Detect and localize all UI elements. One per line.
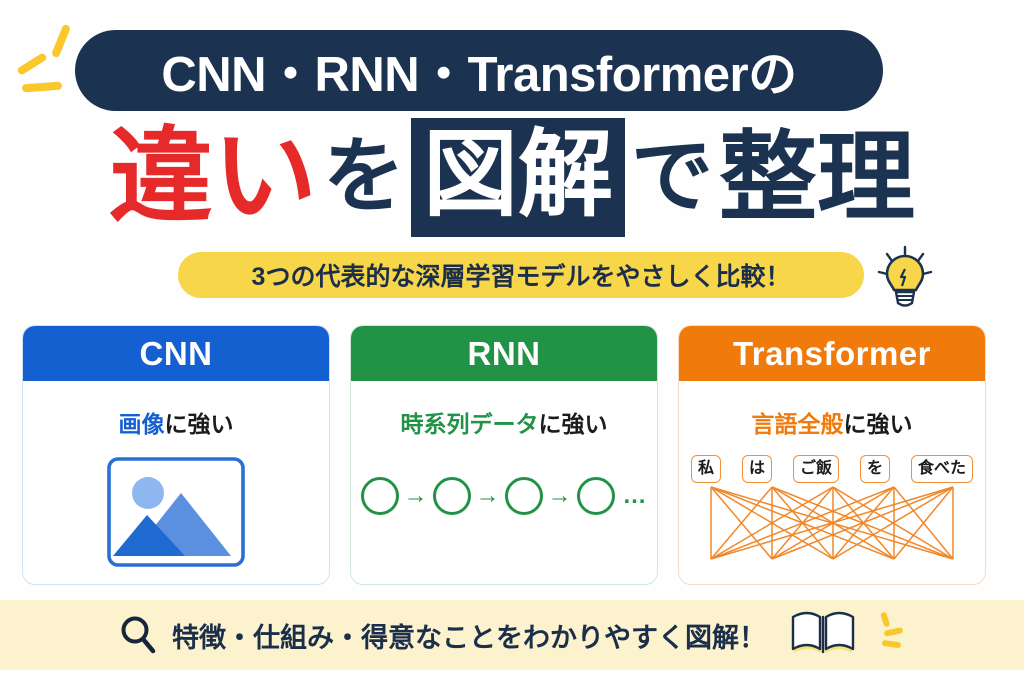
chain-node-1 bbox=[360, 477, 399, 515]
token-2: ご飯 bbox=[792, 455, 839, 483]
token-3: を bbox=[859, 455, 890, 483]
card-rnn-caption: 時系列データに強い bbox=[401, 405, 608, 439]
headline-particle-de: で bbox=[631, 131, 714, 222]
chain-arrow-1: → bbox=[403, 482, 428, 509]
headline-particle-wo: を bbox=[322, 131, 405, 222]
chain-node-3 bbox=[504, 477, 543, 515]
image-photo-icon bbox=[107, 457, 245, 567]
token-row: 私 は ご飯 を 食べた bbox=[687, 455, 977, 483]
subtitle-banner: 3つの代表的な深層学習モデルをやさしく比較！ bbox=[178, 252, 864, 298]
card-rnn-header: RNN bbox=[351, 326, 657, 381]
token-4: 食べた bbox=[910, 455, 973, 483]
footer-banner: 特徴・仕組み・得意なことをわかりやすく図解！ bbox=[0, 600, 1024, 670]
sequence-chain-icon: → → → … bbox=[360, 477, 648, 515]
card-transformer-caption: 言語全般に強い bbox=[752, 405, 913, 439]
card-cnn[interactable]: CNN 画像に強い bbox=[22, 325, 330, 585]
chain-arrow-2: → bbox=[475, 482, 500, 509]
lightbulb-icon bbox=[877, 245, 933, 307]
chain-ellipsis: … bbox=[622, 482, 648, 509]
attention-lines bbox=[710, 486, 954, 560]
card-transformer[interactable]: Transformer 言語全般に強い bbox=[678, 325, 986, 585]
card-rnn-title: RNN bbox=[467, 334, 541, 372]
attention-graph-icon: 私 は ご飯 を 食べた bbox=[687, 455, 977, 570]
token-0: 私 bbox=[691, 455, 722, 483]
headline-word-red: 違い bbox=[108, 119, 317, 235]
page-title: 違い を 図解 で 整理 bbox=[0, 116, 1024, 238]
card-transformer-title: Transformer bbox=[732, 334, 932, 372]
card-cnn-caption-accent: 画像 bbox=[118, 411, 165, 437]
card-rnn-body: 時系列データに強い → → → … bbox=[351, 381, 657, 584]
open-book-icon bbox=[788, 609, 858, 661]
token-1: は bbox=[741, 455, 772, 483]
card-cnn-header: CNN bbox=[23, 326, 329, 381]
card-rnn-caption-rest: に強い bbox=[538, 411, 608, 437]
footer-text: 特徴・仕組み・得意なことをわかりやすく図解！ bbox=[172, 622, 766, 653]
card-transformer-caption-accent: 言語全般 bbox=[751, 411, 844, 437]
card-cnn-body: 画像に強い bbox=[23, 381, 329, 584]
title-pill: CNN・RNN・Transformerの bbox=[75, 30, 883, 111]
sparkle-ray-1 bbox=[50, 23, 72, 59]
card-cnn-caption-rest: に強い bbox=[164, 411, 234, 437]
sparkle-ray-2 bbox=[16, 52, 48, 76]
card-rnn[interactable]: RNN 時系列データに強い → → → … bbox=[350, 325, 658, 585]
card-cnn-caption: 画像に強い bbox=[119, 405, 234, 439]
headline-word-end: 整理 bbox=[719, 122, 916, 232]
title-pill-text: CNN・RNN・Transformerの bbox=[161, 48, 797, 102]
chain-node-2 bbox=[432, 477, 471, 515]
card-transformer-header: Transformer bbox=[679, 326, 985, 381]
magnifier-icon bbox=[118, 614, 158, 656]
headline-boxed-word: 図解 bbox=[410, 117, 625, 237]
model-cards: CNN 画像に強い RNN 時系列データに強い bbox=[0, 325, 1024, 590]
sparkle-rays-icon bbox=[872, 610, 906, 661]
sparkle-ray-3 bbox=[21, 81, 63, 93]
subtitle-text: 3つの代表的な深層学習モデルをやさしく比較！ bbox=[251, 263, 791, 291]
card-transformer-caption-rest: に強い bbox=[843, 411, 913, 437]
card-cnn-title: CNN bbox=[139, 334, 213, 372]
chain-node-4 bbox=[576, 477, 615, 515]
chain-arrow-3: → bbox=[547, 482, 572, 509]
card-transformer-body: 言語全般に強い bbox=[679, 381, 985, 584]
card-rnn-caption-accent: 時系列データ bbox=[400, 411, 539, 437]
